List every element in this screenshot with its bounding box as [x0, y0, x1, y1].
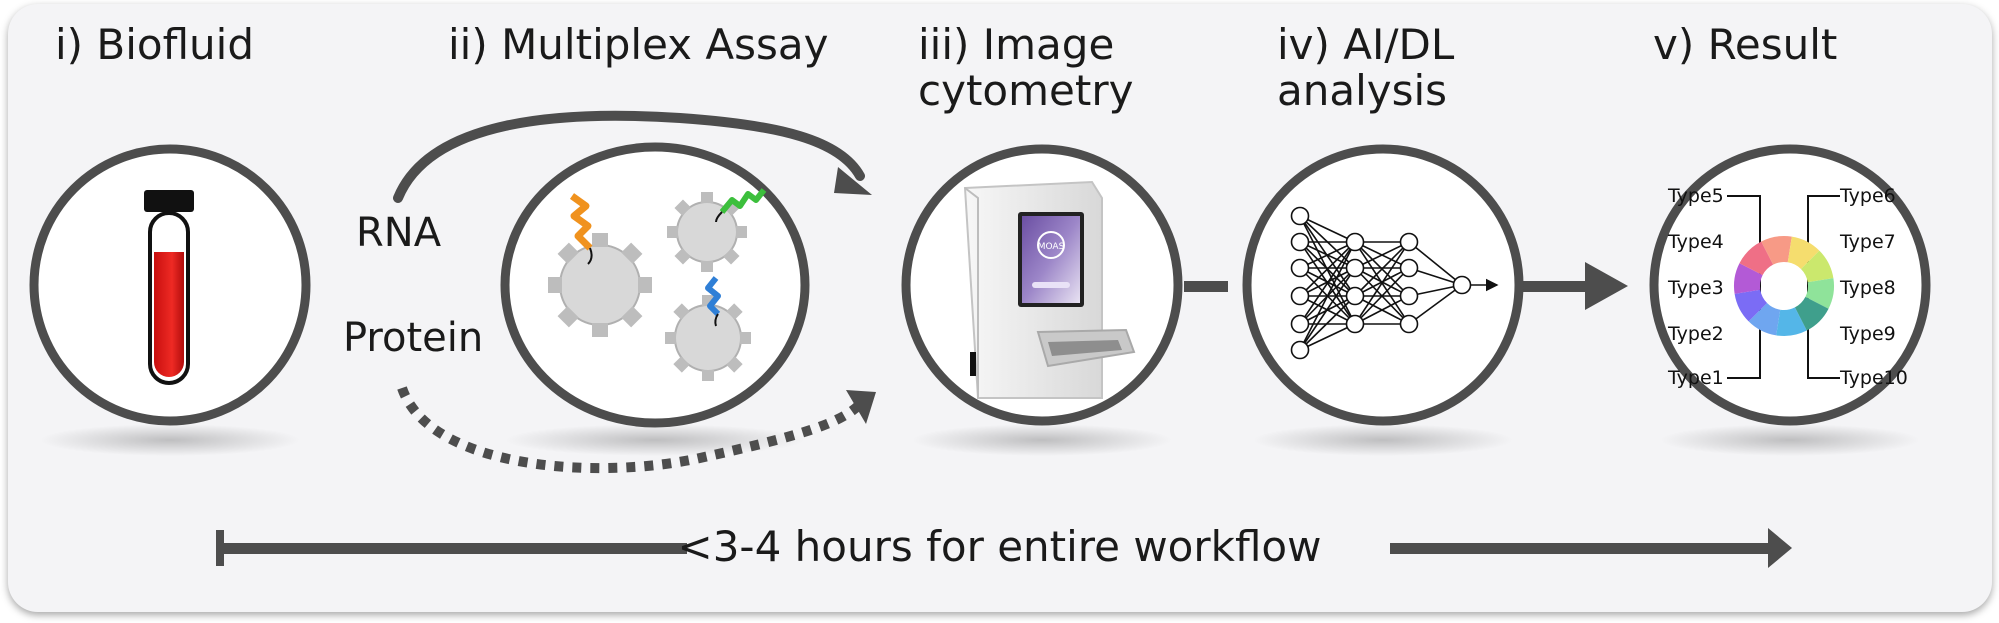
- donut-slice-type7: [1800, 250, 1834, 283]
- donut-slice-type2: [1734, 289, 1768, 322]
- donut-slice-type10: [1776, 307, 1807, 337]
- footer-arrow-right-shaft: [1390, 543, 1770, 554]
- network-edge: [1299, 241, 1356, 297]
- footer-arrow-left-shaft: [222, 543, 687, 554]
- cytometer-device-icon: MOAS: [963, 180, 1136, 399]
- network-node: [1399, 232, 1419, 252]
- network-edge: [1299, 267, 1356, 351]
- rna-arrowhead: [834, 167, 872, 195]
- network-node: [1345, 258, 1365, 278]
- neural-network-icon: [1290, 206, 1499, 360]
- type-label-type7: Type7: [1839, 231, 1896, 253]
- arrow-shaft: [1523, 281, 1588, 292]
- workflow-duration-caption: <3-4 hours for entire workflow: [677, 522, 1322, 571]
- network-edge: [1299, 241, 1356, 269]
- type-label-type3: Type3: [1667, 277, 1724, 299]
- network-edge: [1354, 241, 1410, 297]
- network-edge: [1354, 267, 1410, 325]
- gear-bead-icon: [548, 193, 652, 337]
- rna-curved-arrow: [393, 110, 865, 203]
- network-node: [1290, 314, 1310, 334]
- type-label-type10: Type10: [1839, 367, 1908, 389]
- network-node: [1345, 232, 1365, 252]
- protein-dashed-arrow: [397, 386, 864, 474]
- donut-slice-type4: [1739, 241, 1774, 276]
- network-edge: [1354, 241, 1410, 269]
- donut-slice-type8: [1805, 278, 1834, 309]
- network-edge: [1299, 323, 1356, 351]
- type-label-type4: Type4: [1667, 231, 1724, 253]
- type-label-type1: Type1: [1667, 367, 1724, 389]
- network-node: [1399, 314, 1419, 334]
- network-node: [1345, 286, 1365, 306]
- step-title-image-cytometry: iii) Image cytometry: [918, 20, 1134, 115]
- rna-label: RNA: [356, 210, 442, 256]
- type-label-type8: Type8: [1839, 277, 1896, 299]
- type-label-type5: Type5: [1667, 185, 1724, 207]
- network-node: [1345, 314, 1365, 334]
- donut-slice-type6: [1787, 236, 1820, 270]
- result-circle: [1649, 144, 1931, 426]
- network-node: [1290, 340, 1310, 360]
- network-node: [1399, 286, 1419, 306]
- footer-arrow-start-tick: [216, 530, 224, 566]
- network-edge: [1299, 241, 1356, 325]
- device-logo: MOAS: [1038, 242, 1065, 252]
- step-title-ai-dl-analysis: iv) AI/DL analysis: [1277, 20, 1455, 115]
- type-label-type6: Type6: [1839, 185, 1896, 207]
- donut-slice-type9: [1794, 296, 1829, 331]
- gear-bead-icon: [667, 188, 767, 272]
- type-label-type2: Type2: [1667, 323, 1724, 345]
- network-node: [1399, 258, 1419, 278]
- network-edge: [1354, 295, 1410, 325]
- step-title-biofluid: i) Biofluid: [55, 20, 254, 69]
- gear-bead-icon: [665, 276, 751, 381]
- type-label-type9: Type9: [1839, 323, 1896, 345]
- circle-shadow: [505, 424, 805, 456]
- network-node: [1290, 258, 1310, 278]
- protein-label: Protein: [343, 315, 484, 361]
- network-node: [1290, 286, 1310, 306]
- network-node: [1290, 232, 1310, 252]
- network-node: [1290, 206, 1310, 226]
- donut-slice-type1: [1748, 302, 1781, 336]
- network-edge: [1408, 284, 1463, 325]
- footer-arrow-head: [1768, 528, 1792, 568]
- protein-arrowhead: [846, 390, 876, 424]
- donut-slice-type3: [1734, 263, 1763, 294]
- arrow-head: [1585, 262, 1628, 310]
- network-node: [1452, 275, 1472, 295]
- blood-tube-icon: [144, 190, 194, 385]
- connector-line: [1184, 281, 1228, 292]
- step-title-result: v) Result: [1653, 20, 1838, 69]
- donut-slice-type5: [1761, 235, 1792, 265]
- network-edge: [1408, 241, 1463, 286]
- step-title-multiplex-assay: ii) Multiplex Assay: [448, 20, 829, 69]
- network-edge: [1299, 241, 1356, 351]
- network-edge: [1354, 241, 1410, 325]
- cell-type-donut-chart: [1734, 235, 1834, 337]
- circle-shadow: [1253, 424, 1513, 456]
- circle-shadow: [40, 424, 300, 456]
- network-edge: [1299, 295, 1356, 351]
- network-edge: [1299, 215, 1356, 243]
- circle-shadow: [1660, 424, 1920, 456]
- circle-shadow: [912, 424, 1172, 456]
